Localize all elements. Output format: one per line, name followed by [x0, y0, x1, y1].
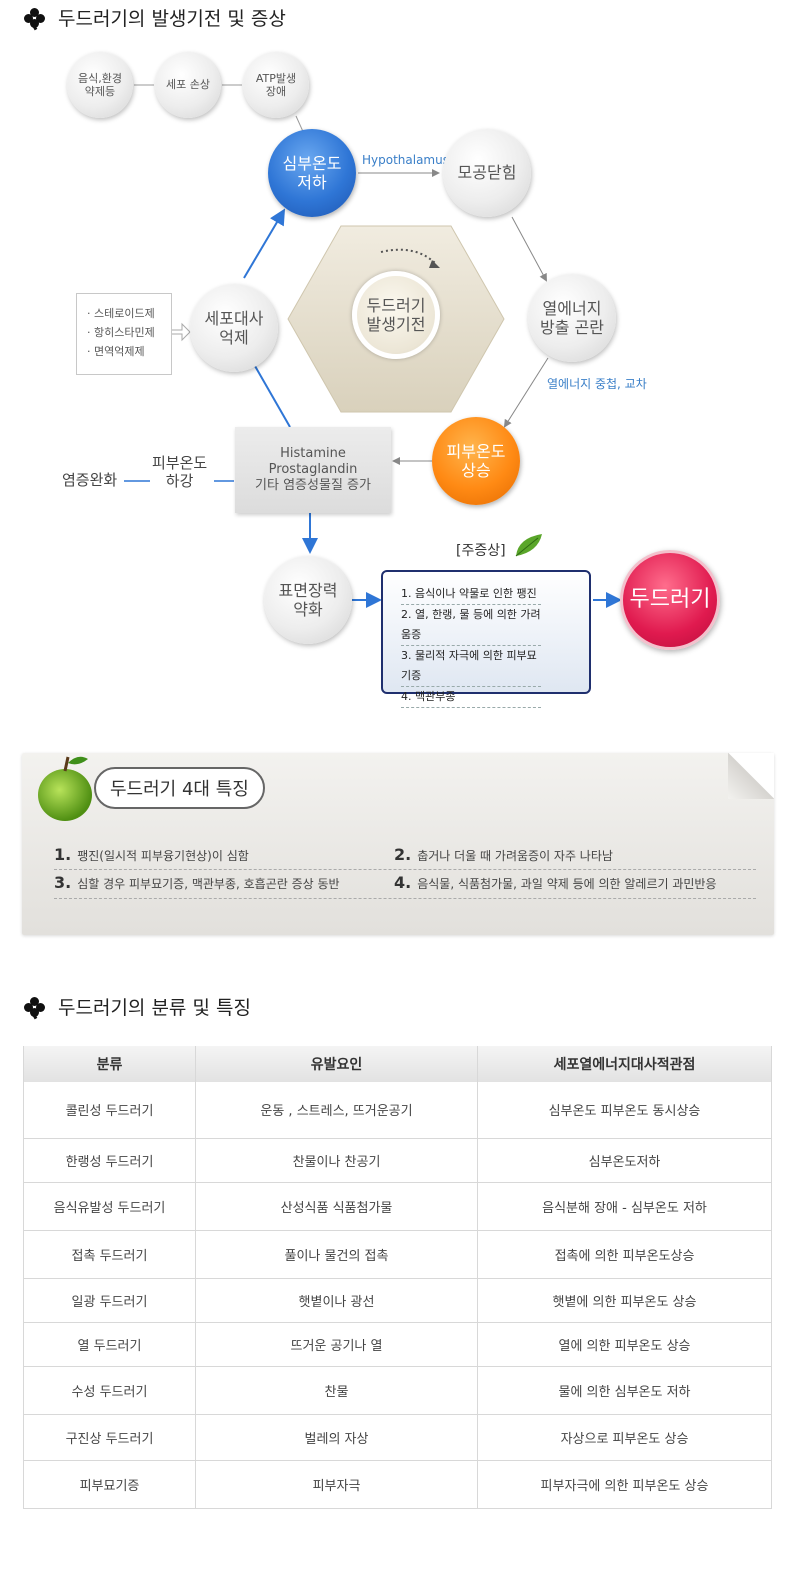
- clover-icon: [24, 996, 46, 1019]
- symptoms-box: 1. 음식이나 약물로 인한 팽진 2. 열, 한랭, 물 등에 의한 가려움증…: [381, 570, 591, 708]
- apple-icon: [38, 756, 92, 821]
- diagram-connectors: [124, 84, 622, 608]
- drug-item: · 스테로이드제: [87, 307, 155, 320]
- symptom-item: 3. 물리적 자극에 의한 피부묘기증: [401, 646, 541, 687]
- cell-damage-node: 세포 손상: [155, 52, 221, 118]
- center-mechanism-label: 두드러기 발생기전: [352, 271, 440, 359]
- cell-category: 음식유발성 두드러기: [23, 1182, 196, 1231]
- features-title: 두드러기 4대 특징: [110, 779, 249, 800]
- drug-item: · 면역억제제: [87, 345, 145, 358]
- cell-category: 열 두드러기: [23, 1322, 196, 1367]
- features-panel: 두드러기 4대 특징 1.팽진(일시적 피부융기현상)이 심함 2.춥거나 더울…: [22, 753, 774, 935]
- inflammation-relief-label: 염증완화: [62, 471, 118, 489]
- drug-list-box: · 스테로이드제 · 항히스타민제 · 면역억제제: [76, 293, 172, 375]
- cell-trigger: 뜨거운 공기나 열: [195, 1322, 478, 1367]
- feature-item-1: 1.팽진(일시적 피부융기현상)이 심함: [54, 845, 249, 864]
- pore-close-node: 모공닫힘: [443, 129, 531, 217]
- feature-item-2: 2.춥거나 더울 때 가려움증이 자주 나타남: [394, 845, 613, 864]
- cell-metabolic-view: 피부자극에 의한 피부온도 상승: [477, 1460, 772, 1509]
- cell-metabolism-node: 세포대사 억제: [190, 284, 278, 372]
- cell-trigger: 벌레의 자상: [195, 1414, 478, 1461]
- heat-release-node: 열에너지 방출 곤란: [528, 274, 616, 362]
- feature-item-3: 3.심할 경우 피부묘기증, 맥관부종, 호흡곤란 증상 동반: [54, 873, 340, 892]
- cell-category: 콜린성 두드러기: [23, 1082, 196, 1139]
- skin-temp-rise-node: 피부온도 상승: [432, 417, 520, 505]
- symptoms-title: [주증상]: [456, 534, 542, 560]
- section-title-text: 두드러기의 발생기전 및 증상: [58, 8, 286, 30]
- skin-temp-drop-label: 피부온도 하강: [152, 454, 208, 490]
- section-title-text: 두드러기의 분류 및 특징: [58, 997, 251, 1019]
- header-trigger: 유발요인: [195, 1046, 478, 1082]
- cell-category: 피부묘기증: [23, 1460, 196, 1509]
- cell-metabolic-view: 심부온도 피부온도 동시상승: [477, 1082, 772, 1139]
- heat-accum-label: 열에너지 중첩, 교차: [547, 377, 647, 391]
- header-category: 분류: [23, 1046, 196, 1082]
- cell-trigger: 찬물이나 찬공기: [195, 1138, 478, 1183]
- cell-metabolic-view: 자상으로 피부온도 상승: [477, 1414, 772, 1461]
- leaf-icon: [515, 534, 542, 557]
- cell-trigger: 피부자극: [195, 1460, 478, 1509]
- cell-metabolic-view: 음식분해 장애 - 심부온도 저하: [477, 1182, 772, 1231]
- symptoms-title-text: [주증상]: [456, 543, 506, 559]
- cause-food-env-node: 음식,환경 약제등: [67, 52, 133, 118]
- table-header-row: 분류 유발요인 세포열에너지대사적관점: [23, 1046, 772, 1082]
- cell-trigger: 찬물: [195, 1366, 478, 1415]
- cell-trigger: 운동 , 스트레스, 뜨거운공기: [195, 1082, 478, 1139]
- symptom-item: 4. 맥관부종: [401, 687, 541, 708]
- cell-metabolic-view: 물에 의한 심부온도 저하: [477, 1366, 772, 1415]
- cell-metabolic-view: 열에 의한 피부온도 상승: [477, 1322, 772, 1367]
- feature-divider: [54, 869, 756, 870]
- cell-category: 일광 두드러기: [23, 1278, 196, 1323]
- features-title-bubble: 두드러기 4대 특징: [94, 767, 265, 809]
- cell-metabolic-view: 햇볕에 의한 피부온도 상승: [477, 1278, 772, 1323]
- cell-trigger: 산성식품 식품첨가물: [195, 1182, 478, 1231]
- clover-icon: [24, 7, 46, 30]
- atp-disorder-node: ATP발생 장애: [243, 52, 309, 118]
- mechanism-diagram: 음식,환경 약제등 세포 손상 ATP발생 장애 심부온도 저하 Hypotha…: [0, 40, 788, 720]
- urticaria-result-node: 두드러기: [620, 550, 720, 650]
- hypothalamus-label: Hypothalamus: [362, 153, 449, 167]
- cell-category: 수성 두드러기: [23, 1366, 196, 1415]
- feature-item-4: 4.음식물, 식품첨가물, 과일 약제 등에 의한 알레르기 과민반응: [394, 873, 717, 892]
- cell-metabolic-view: 심부온도저하: [477, 1138, 772, 1183]
- histamine-box: Histamine Prostaglandin 기타 염증성물질 증가: [235, 427, 391, 513]
- header-metabolic-view: 세포열에너지대사적관점: [477, 1046, 772, 1082]
- cell-metabolic-view: 접촉에 의한 피부온도상승: [477, 1230, 772, 1279]
- section-title-mechanism: 두드러기의 발생기전 및 증상: [24, 4, 286, 31]
- cell-trigger: 햇볕이나 광선: [195, 1278, 478, 1323]
- drug-item: · 항히스타민제: [87, 326, 155, 339]
- symptom-item: 2. 열, 한랭, 물 등에 의한 가려움증: [401, 605, 541, 646]
- feature-divider: [54, 898, 756, 899]
- symptom-item: 1. 음식이나 약물로 인한 팽진: [401, 584, 541, 605]
- core-temp-drop-node: 심부온도 저하: [268, 129, 356, 217]
- page-curl-decoration: [728, 753, 774, 799]
- cell-category: 접촉 두드러기: [23, 1230, 196, 1279]
- cell-category: 구진상 두드러기: [23, 1414, 196, 1461]
- section-title-classification: 두드러기의 분류 및 특징: [24, 993, 251, 1020]
- cell-trigger: 풀이나 물건의 접촉: [195, 1230, 478, 1279]
- surface-tension-node: 표면장력 약화: [264, 556, 352, 644]
- cell-category: 한랭성 두드러기: [23, 1138, 196, 1183]
